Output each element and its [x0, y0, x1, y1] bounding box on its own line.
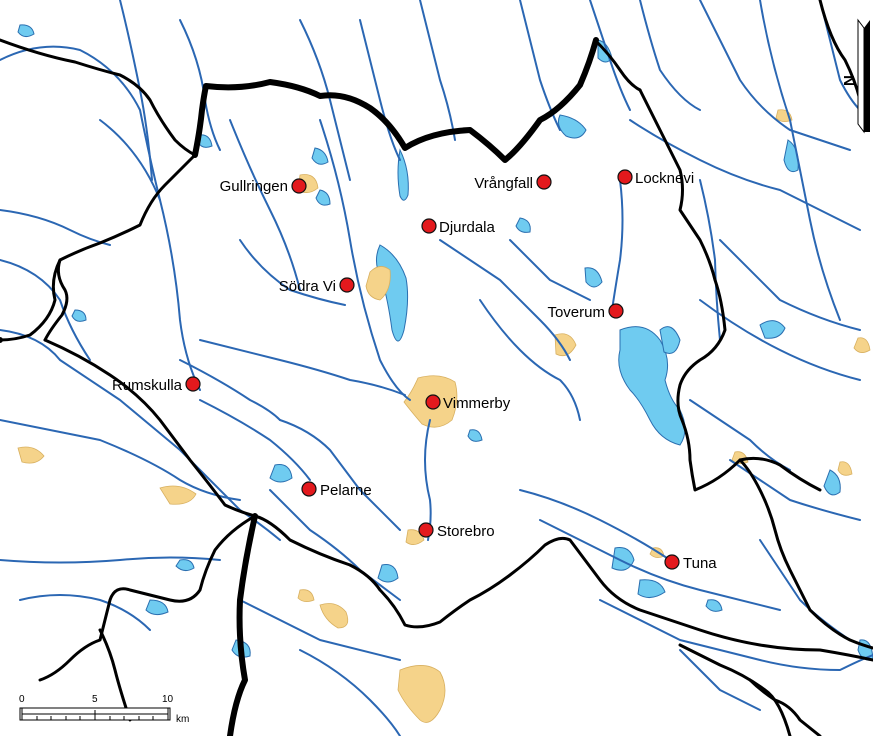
place-marker-icon[interactable]: [608, 303, 624, 319]
place-label: Pelarne: [320, 482, 372, 499]
place-toverum[interactable]: Toverum: [547, 303, 624, 321]
place-label: Toverum: [547, 304, 605, 321]
scale-tick-10: 10: [162, 694, 174, 705]
place-label: Gullringen: [220, 178, 288, 195]
place-marker-icon[interactable]: [664, 554, 680, 570]
north-arrow-icon: N: [841, 18, 870, 134]
scale-unit: km: [176, 714, 189, 725]
lakes: [17, 24, 873, 661]
place-label: Rumskulla: [112, 377, 183, 394]
place-vimmerby[interactable]: Vimmerby: [425, 394, 511, 412]
municipality-border: [0, 37, 599, 736]
place-marker-icon[interactable]: [291, 178, 307, 194]
place-storebro[interactable]: Storebro: [418, 522, 495, 540]
north-arrow-letter: N: [841, 75, 858, 86]
place-label: Södra Vi: [279, 278, 336, 295]
places: Gullringen Vrångfall Locknevi Djurdala S…: [112, 169, 717, 572]
place-label: Vrångfall: [474, 175, 533, 192]
place-marker-icon[interactable]: [185, 376, 201, 392]
place-vrangfall[interactable]: Vrångfall: [474, 174, 552, 192]
place-marker-icon[interactable]: [418, 522, 434, 538]
place-label: Storebro: [437, 523, 495, 540]
place-marker-icon[interactable]: [421, 218, 437, 234]
place-label: Vimmerby: [443, 395, 511, 412]
place-label: Locknevi: [635, 170, 694, 187]
place-rumskulla[interactable]: Rumskulla: [112, 376, 201, 394]
place-marker-icon[interactable]: [339, 277, 355, 293]
place-marker-icon[interactable]: [301, 481, 317, 497]
scale-bar: 0 5 10 km: [19, 694, 189, 725]
place-label: Djurdala: [439, 219, 496, 236]
place-tuna[interactable]: Tuna: [664, 554, 717, 572]
place-djurdala[interactable]: Djurdala: [421, 218, 496, 236]
scale-tick-0: 0: [19, 694, 25, 705]
place-gullringen[interactable]: Gullringen: [220, 178, 307, 195]
place-sodra-vi[interactable]: Södra Vi: [279, 277, 355, 295]
place-marker-icon[interactable]: [617, 169, 633, 185]
place-label: Tuna: [683, 555, 717, 572]
place-marker-icon[interactable]: [536, 174, 552, 190]
place-locknevi[interactable]: Locknevi: [617, 169, 694, 187]
place-pelarne[interactable]: Pelarne: [301, 481, 372, 499]
scale-tick-5: 5: [92, 694, 98, 705]
place-marker-icon[interactable]: [425, 394, 441, 410]
